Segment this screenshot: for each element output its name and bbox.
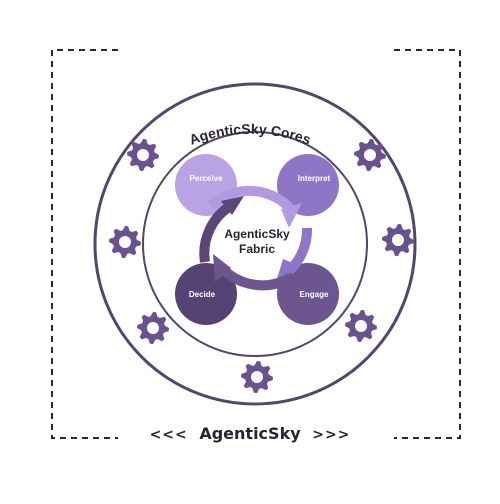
gear-icon: [137, 312, 169, 344]
gears-group: [109, 139, 414, 393]
gear-icon: [241, 361, 273, 393]
stage-label-perceive: Perceive: [190, 174, 223, 183]
cycle-arrow-icon: [199, 185, 313, 291]
gear-icon: [382, 224, 414, 256]
gear-icon: [109, 226, 141, 258]
stage-label-engage: Engage: [300, 290, 329, 299]
frame-brackets: [51, 49, 461, 439]
stage-label-decide: Decide: [189, 290, 216, 299]
gear-icon: [354, 139, 386, 171]
cycle-arrow-left: [199, 196, 244, 263]
cycle-arrow-right: [276, 227, 313, 282]
stage-interpret: [277, 154, 339, 216]
stage-label-interpret: Interpret: [298, 174, 331, 183]
fabric-title-line1: AgenticSky: [224, 227, 290, 241]
fabric-title-line2: Fabric: [239, 242, 275, 256]
right-bracket: [394, 49, 461, 439]
footer-right-chevrons: >>>: [312, 427, 351, 443]
gear-icon: [127, 139, 159, 171]
cycle-arrow-top: [207, 185, 302, 228]
footer-left-chevrons: <<<: [149, 427, 188, 443]
stage-decide: [175, 263, 237, 325]
left-bracket: [51, 49, 118, 439]
footer-brand-name: AgenticSky: [199, 424, 301, 443]
stage-engage: [277, 263, 339, 325]
gear-icon: [345, 310, 377, 342]
footer-brand: <<< AgenticSky >>>: [0, 424, 500, 443]
cycle-arrow-bottom: [213, 254, 293, 291]
